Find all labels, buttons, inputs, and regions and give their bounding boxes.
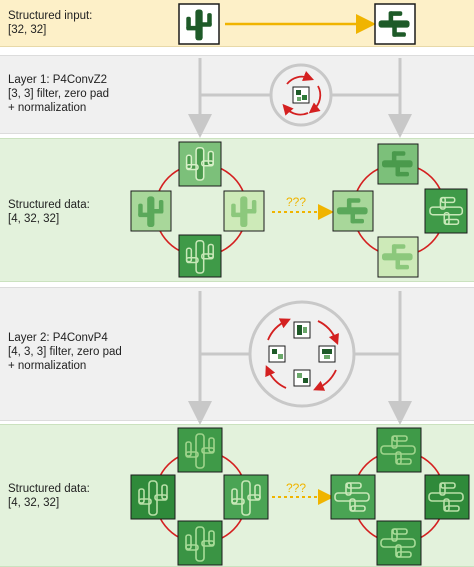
data2-left-bottom-cactus-icon	[177, 520, 223, 566]
layer2-label-norm: + normalization	[8, 360, 87, 372]
data2-right-bottom-cactus-icon	[376, 520, 422, 566]
layer1-rotation-arrow-icon	[282, 70, 322, 116]
layer2-filter-bottom-icon	[293, 369, 311, 387]
data1-left-top-cactus-icon	[178, 141, 222, 187]
input-cactus-icon	[178, 3, 220, 45]
data1-right-right-cactus-icon	[424, 188, 468, 234]
data1-left-bottom-cactus-icon	[178, 234, 222, 278]
layer2-rotation-arrow-icon	[265, 318, 339, 391]
data2-left-left-cactus-icon	[130, 474, 176, 520]
data2-left-group	[130, 427, 269, 566]
data2-right-top-cactus-icon	[376, 427, 422, 473]
data1-unknown-mark: ???	[286, 195, 306, 209]
data1-right-top-cactus-icon	[377, 143, 419, 185]
data2-right-right-cactus-icon	[424, 474, 470, 520]
layer1-label-norm: + normalization	[8, 102, 87, 114]
data2-left-top-cactus-icon	[177, 427, 223, 473]
data1-right-group	[332, 143, 468, 278]
data2-label: Structured data: [4, 32, 32]	[8, 482, 90, 510]
layer2-flow	[188, 291, 412, 425]
layer2-filter-icons	[268, 321, 336, 387]
layer1-label: Layer 1: P4ConvZ2 [3, 3] filter, zero pa…	[8, 73, 109, 115]
data1-label: Structured data: [4, 32, 32]	[8, 198, 90, 226]
input-label-shape: [32, 32]	[8, 24, 47, 36]
layer2-filter-left-icon	[268, 345, 286, 363]
layer1-filter-icon	[292, 86, 310, 104]
input-label: Structured input: [32, 32]	[8, 9, 92, 37]
data1-right-left-cactus-icon	[332, 190, 374, 232]
input-rotated-cactus-icon	[374, 3, 416, 45]
data2-label-title: Structured data:	[8, 483, 90, 495]
layer1-label-title: Layer 1: P4ConvZ2	[8, 74, 108, 86]
data1-left-group	[130, 141, 265, 278]
data2-label-shape: [4, 32, 32]	[8, 497, 60, 509]
layer1-label-filter: [3, 3] filter, zero pad	[8, 88, 110, 100]
layer2-filter-right-icon	[318, 345, 336, 363]
data1-label-title: Structured data:	[8, 199, 90, 211]
input-label-title: Structured input:	[8, 10, 93, 22]
data1-left-left-cactus-icon	[130, 190, 172, 232]
layer2-label: Layer 2: P4ConvP4 [4, 3, 3] filter, zero…	[8, 331, 122, 373]
layer2-filter-top-icon	[293, 321, 311, 339]
data2-left-right-cactus-icon	[223, 474, 269, 520]
layer2-label-filter: [4, 3, 3] filter, zero pad	[8, 346, 122, 358]
data2-right-left-cactus-icon	[330, 474, 376, 520]
data2-right-group	[330, 427, 470, 566]
data1-left-right-cactus-icon	[223, 190, 265, 232]
layer2-label-title: Layer 2: P4ConvP4	[8, 332, 108, 344]
data1-label-shape: [4, 32, 32]	[8, 213, 60, 225]
data2-unknown-mark: ???	[286, 481, 306, 495]
data1-right-bottom-cactus-icon	[377, 236, 419, 278]
